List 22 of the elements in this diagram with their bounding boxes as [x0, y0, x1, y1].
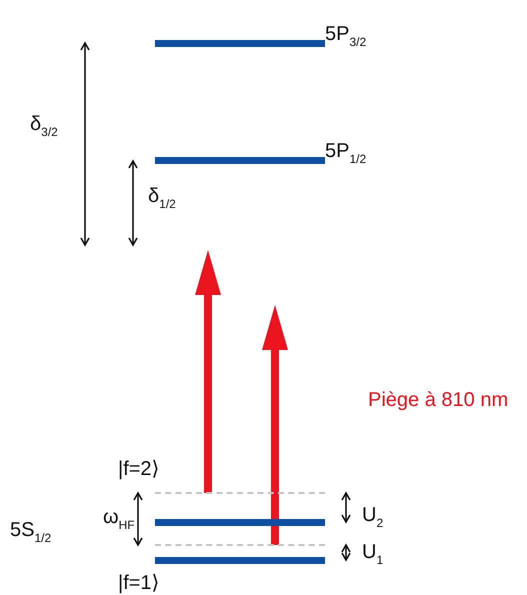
level-label: 5P$_{1/2}$ [325, 139, 366, 168]
edge-label: U$_{1}$ [362, 540, 384, 569]
energy-level-bar [155, 40, 325, 47]
splitting-label: δ$_{1/2}$ [148, 184, 176, 213]
state-label: |f=1⟩ [118, 571, 160, 595]
energy-level-bar [155, 557, 325, 564]
level-label: 5P$_{3/2}$ [325, 22, 366, 51]
shifted-level-line [155, 492, 325, 494]
edge-label: U$_{2}$ [362, 503, 384, 532]
double-arrow [133, 492, 143, 546]
energy-level-bar [155, 157, 325, 164]
splitting-label: δ$_{3/2}$ [30, 112, 58, 141]
energy-level-bar [155, 519, 325, 526]
state-label: |f=2⟩ [118, 457, 160, 481]
shifted-level-line [155, 544, 325, 546]
double-arrow [341, 544, 351, 561]
laser-arrow [262, 305, 288, 545]
level-label: 5S$_{1/2}$ [10, 518, 52, 547]
double-arrow [341, 492, 351, 523]
laser-arrow [195, 250, 221, 493]
edge-label: ω$_{HF}$ [103, 505, 135, 534]
trap-label: Piège à 810 nm [368, 388, 508, 412]
